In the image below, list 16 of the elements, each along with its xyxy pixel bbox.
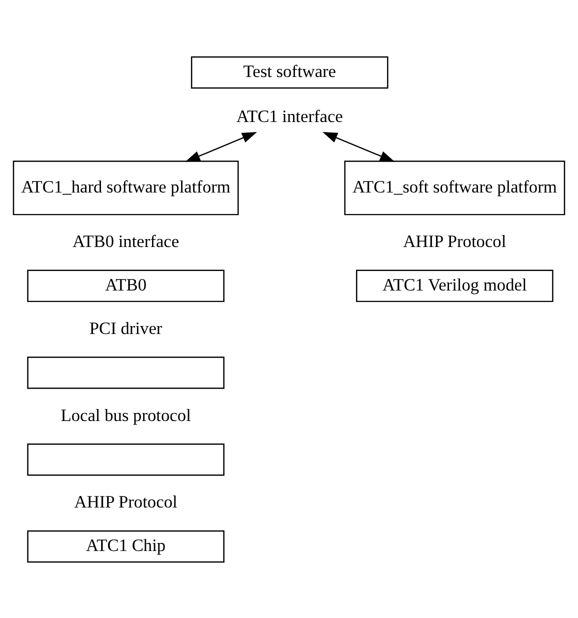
node-box: ATC1 Verilog model bbox=[356, 269, 554, 302]
node-box bbox=[27, 443, 224, 476]
node-box bbox=[27, 356, 224, 388]
node-box: ATC1 Chip bbox=[27, 530, 224, 562]
node-box: ATC1_soft software platform bbox=[344, 160, 566, 215]
label: PCI driver bbox=[89, 318, 162, 338]
node-box: ATB0 bbox=[27, 269, 224, 302]
arrow bbox=[322, 131, 395, 162]
node-box: Test software bbox=[190, 56, 388, 88]
node-box: ATC1_hard software platform bbox=[12, 160, 239, 215]
label: AHIP Protocol bbox=[74, 492, 178, 512]
label: Local bus protocol bbox=[60, 405, 191, 424]
label: AHIP Protocol bbox=[403, 232, 506, 251]
node-text: ATC1 interface bbox=[236, 106, 343, 126]
arrow bbox=[185, 131, 258, 162]
label: ATB0 interface bbox=[72, 232, 180, 251]
